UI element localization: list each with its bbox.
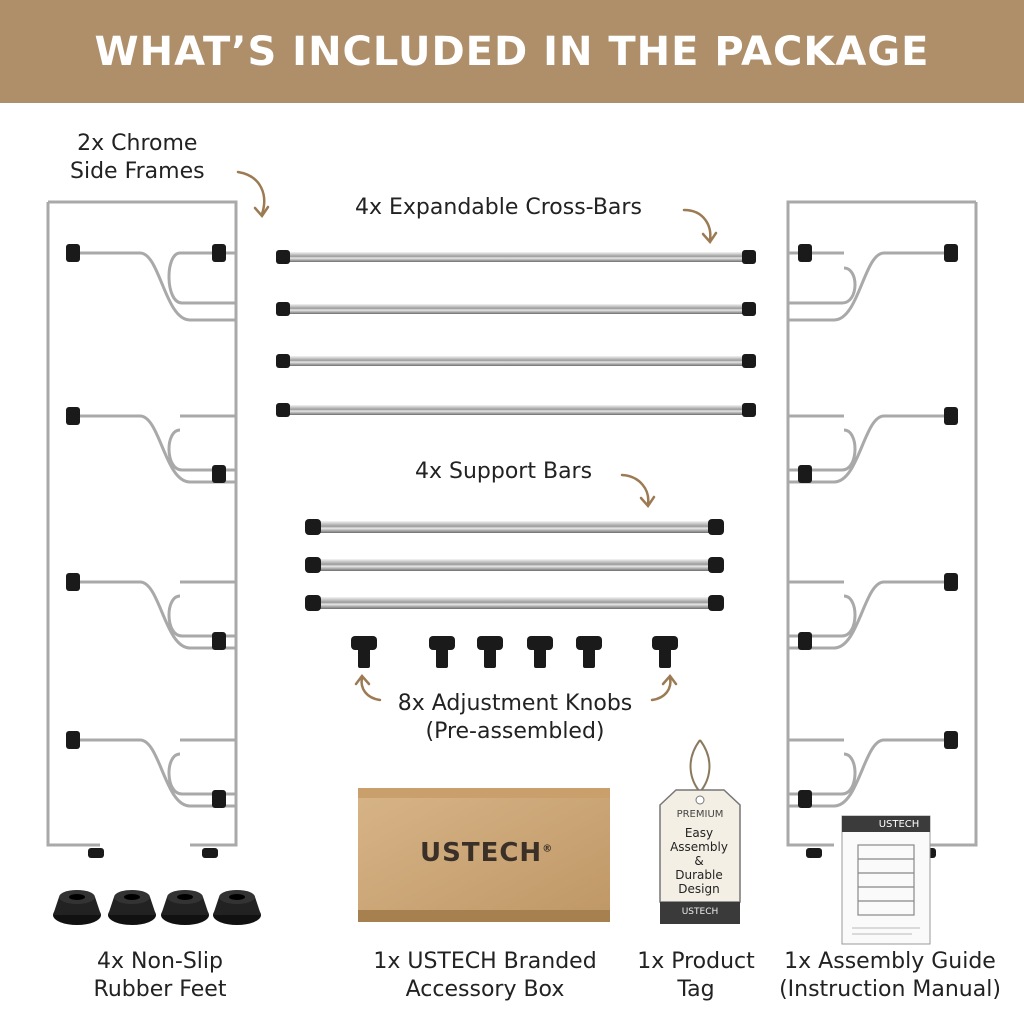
feet-label-line2: Rubber Feet [93, 977, 227, 1002]
guide-label-line1: 1x Assembly Guide [784, 949, 996, 974]
instruction-manual [841, 815, 931, 945]
adjustment-knobs [351, 636, 678, 668]
right-side-frame [786, 200, 978, 847]
tag-label: 1x Product Tag [628, 948, 764, 1004]
knobs-label-line2: (Pre-assembled) [425, 719, 605, 744]
cross-bars-label-line1: 4x Expandable Cross-Bars [355, 195, 642, 220]
page-title: WHAT’S INCLUDED IN THE PACKAGE [94, 28, 930, 75]
right-frame-knobs [798, 244, 958, 858]
box-label: 1x USTECH Branded Accessory Box [362, 948, 608, 1004]
left-frame-knobs [66, 244, 226, 858]
tag-body-line: Easy [684, 826, 714, 840]
knobs-label-line1: 8x Adjustment Knobs [397, 691, 633, 716]
product-tag [659, 739, 741, 924]
box-brand-print: USTECH® [420, 838, 553, 868]
knobs-label: 8x Adjustment Knobs (Pre-assembled) [384, 690, 646, 746]
support-bars-label: 4x Support Bars [415, 458, 592, 486]
cross-bars-label: 4x Expandable Cross-Bars [355, 194, 642, 222]
tag-body-line: & [694, 854, 704, 868]
tag-label-line2: Tag [677, 977, 715, 1002]
accessory-box [358, 788, 610, 922]
guide-label-line2: (Instruction Manual) [779, 977, 1001, 1002]
support-bars-label-line1: 4x Support Bars [415, 459, 593, 484]
tag-premium-text: PREMIUM [676, 809, 724, 820]
box-label-line1: 1x USTECH Branded [373, 949, 597, 974]
guide-label: 1x Assembly Guide (Instruction Manual) [770, 948, 1010, 1004]
box-registered-mark: ® [542, 843, 554, 855]
tag-label-line1: 1x Product [637, 949, 755, 974]
box-label-line2: Accessory Box [405, 977, 565, 1002]
box-brand-text: USTECH [420, 838, 543, 868]
rubber-feet [53, 890, 261, 925]
tag-body-text: Easy Assembly & Durable Design [660, 826, 738, 896]
pointer-arrows [236, 170, 718, 702]
tag-body-line: Durable [675, 868, 723, 882]
feet-label: 4x Non-Slip Rubber Feet [70, 948, 250, 1004]
left-side-frame [46, 200, 238, 847]
side-frames-label: 2x Chrome Side Frames [70, 130, 205, 186]
cross-bars [276, 250, 756, 417]
header-banner: WHAT’S INCLUDED IN THE PACKAGE [0, 0, 1024, 103]
side-frames-label-line1: 2x Chrome [77, 131, 198, 156]
side-frames-label-line2: Side Frames [70, 159, 205, 184]
manual-brand-text: USTECH [878, 819, 920, 830]
tag-body-line: Design [678, 882, 720, 896]
support-bars [305, 519, 724, 611]
tag-brand-text: USTECH [681, 907, 719, 917]
feet-label-line1: 4x Non-Slip [97, 949, 223, 974]
tag-body-line: Assembly [670, 840, 728, 854]
